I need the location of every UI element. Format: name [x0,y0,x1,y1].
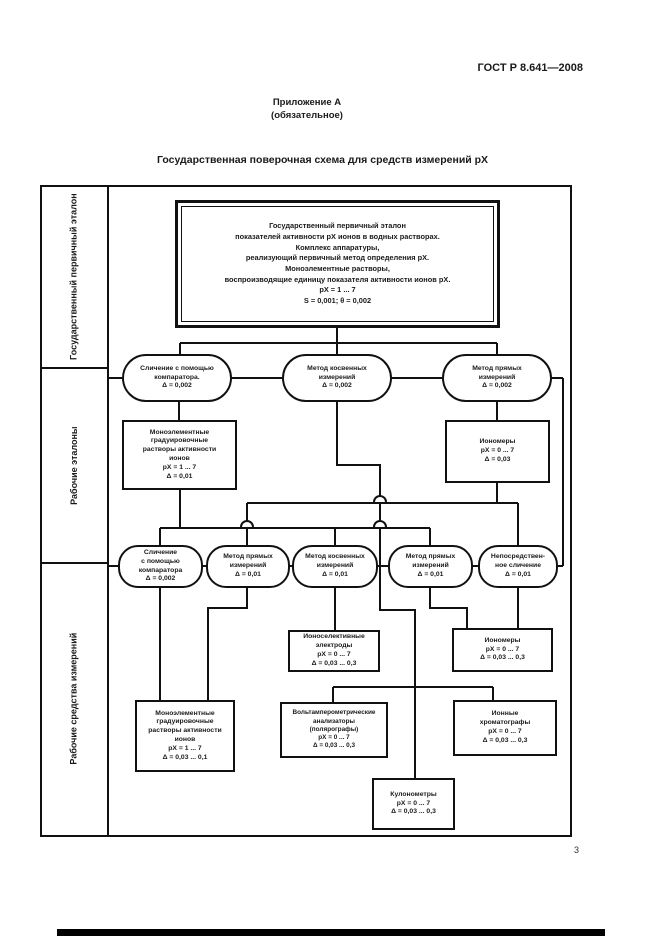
sidebar-separator [107,185,109,835]
sidebar-section-working-standards: Рабочие эталоны [40,369,108,562]
sidebar-divider [40,367,108,369]
instrument-calibration-solutions-box: Моноэлементные градуировочные растворы а… [135,700,235,772]
appendix-heading: Приложение А (обязательное) [0,96,614,123]
scan-edge-bar [57,929,605,936]
sidebar-divider [40,562,108,564]
instrument-coulometers-box: Кулонометры рХ = 0 ... 7 Δ = 0,03 ... 0,… [372,778,455,830]
working-standard-ionomers-box: Иономеры рХ = 0 ... 7 Δ = 0,03 [445,420,550,483]
sidebar-section-primary-standard: Государственный первичный эталон [40,186,108,367]
standard-code: ГОСТ Р 8.641—2008 [477,62,583,74]
sidebar-section-working-instruments: Рабочие средства измерений [40,564,108,833]
instrument-ionomers-box: Иономеры рХ = 0 ... 7 Δ = 0,03 ... 0,3 [452,628,553,672]
primary-standard-box: Государственный первичный эталон показат… [175,200,500,328]
page-title: Государственная поверочная схема для сре… [156,154,489,166]
method-node-direct-mid-right: Метод прямых измерений Δ = 0,01 [388,545,473,588]
appendix-label: Приложение А [272,97,342,108]
method-node-indirect-mid: Метод косвенных измерений Δ = 0,01 [292,545,378,588]
method-node-direct-mid-left: Метод прямых измерений Δ = 0,01 [206,545,290,588]
appendix-note: (обязательное) [271,110,343,122]
method-node-comparator-top: Сличение с помощью компаратора. Δ = 0,00… [122,354,232,402]
sidebar-label: Рабочие средства измерений [68,632,79,765]
working-standard-solutions-box: Моноэлементные градуировочные растворы а… [122,420,237,490]
instrument-ion-chromatographs-box: Ионные хроматографы рХ = 0 ... 7 Δ = 0,0… [453,700,557,756]
method-node-direct-comparison: Непосредствен- ное сличение Δ = 0,01 [478,545,558,588]
instrument-ion-selective-electrodes-box: Ионоселективные электроды рХ = 0 ... 7 Δ… [288,630,380,672]
instrument-voltammetric-analyzers-box: Вольтамперометрические анализаторы (поля… [280,702,388,758]
diagram-frame [40,185,572,837]
method-node-comparator-mid: Сличение с помощью компаратора Δ = 0,002 [118,545,203,588]
method-node-indirect-top: Метод косвенных измерений Δ = 0,002 [282,354,392,402]
sidebar-label: Государственный первичный эталон [68,193,79,360]
page-number: 3 [574,845,580,855]
sidebar-label: Рабочие эталоны [68,426,79,505]
primary-standard-text: Государственный первичный эталон показат… [181,206,494,322]
method-node-direct-top: Метод прямых измерений Δ = 0,002 [442,354,552,402]
